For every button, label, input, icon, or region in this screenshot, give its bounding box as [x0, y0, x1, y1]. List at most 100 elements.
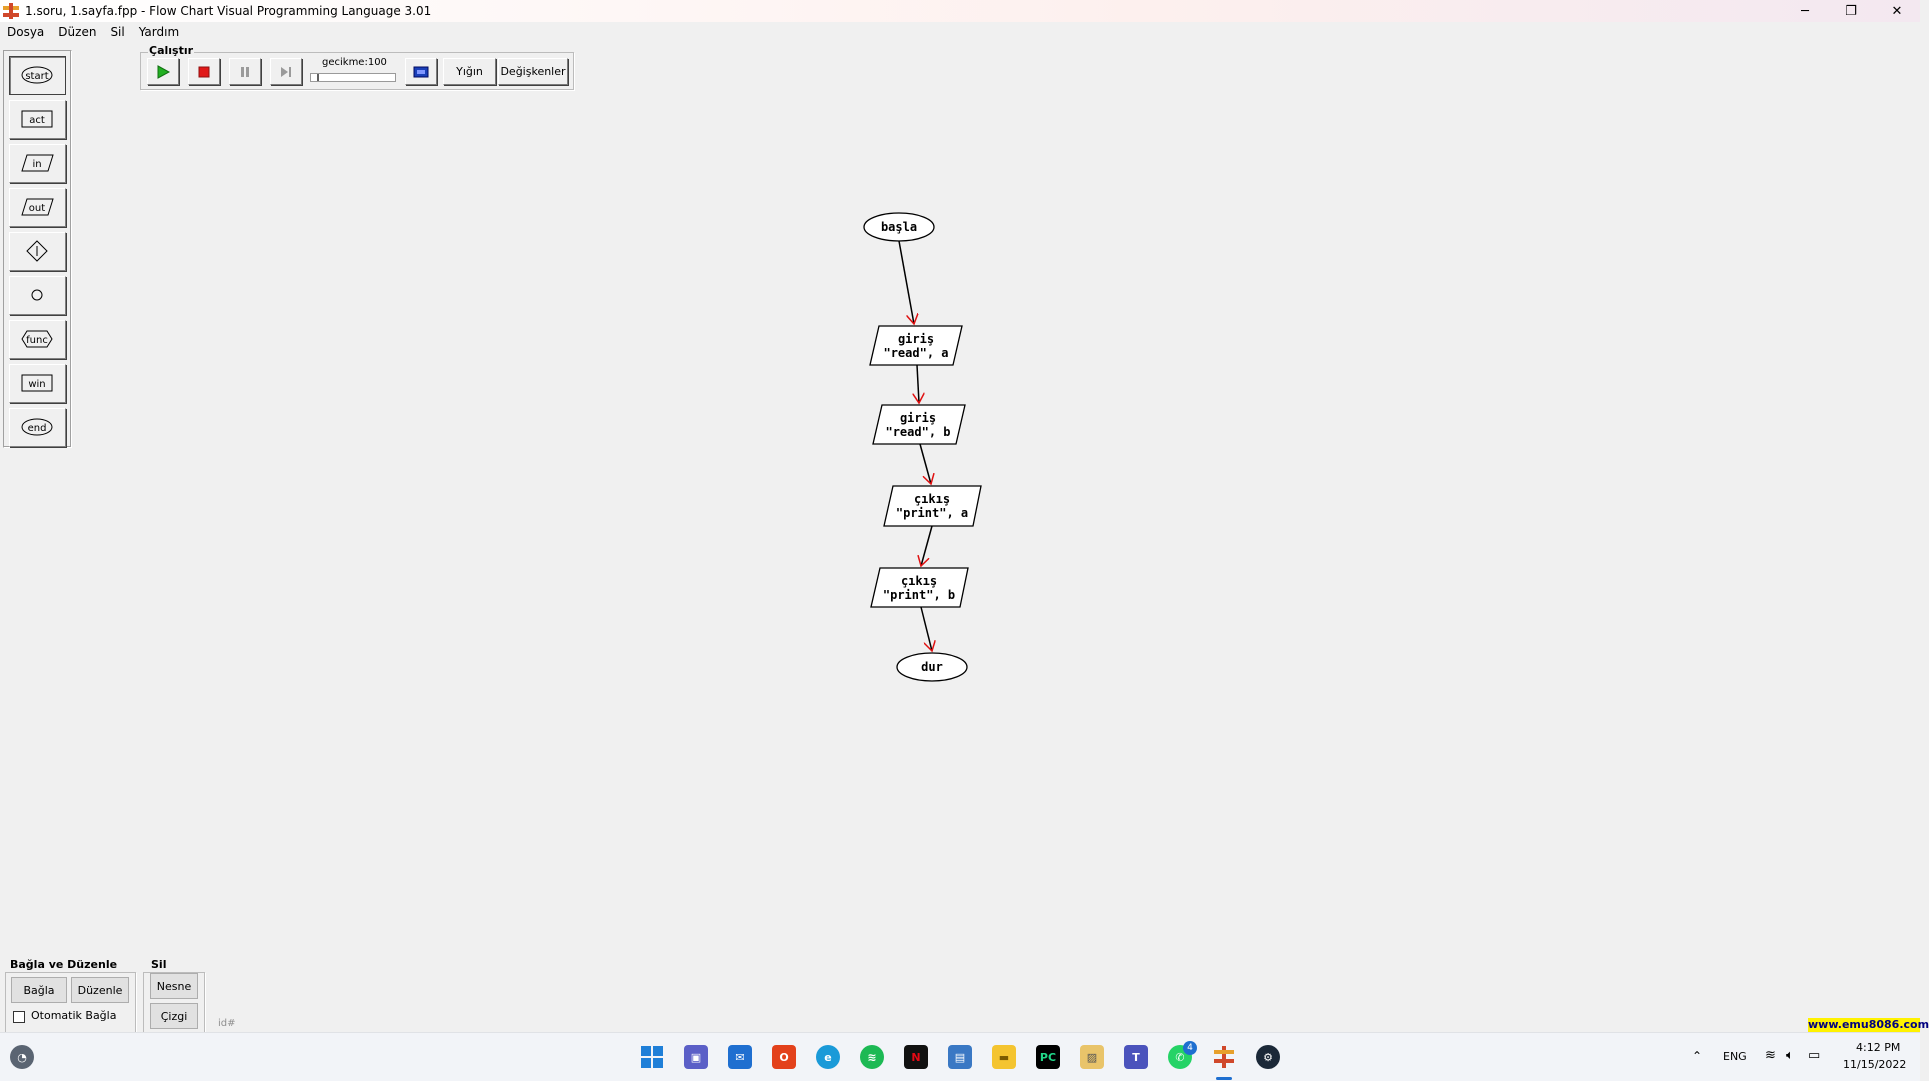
play-icon: [157, 64, 171, 79]
flow-node-output-a-body: "print", a: [896, 506, 968, 520]
wifi-icon[interactable]: ≋: [1765, 1048, 1776, 1063]
app-icon: [3, 3, 19, 19]
stack-button[interactable]: Yığın: [443, 58, 496, 85]
delay-control: gecikme:100: [307, 55, 397, 85]
arrange-button[interactable]: Düzenle: [71, 977, 129, 1003]
palette-act-button[interactable]: act: [9, 100, 66, 139]
emu8086-link[interactable]: www.emu8086.com: [1808, 1018, 1929, 1032]
delete-line-button[interactable]: Çizgi: [150, 1003, 198, 1029]
taskbar: ◔ ▣ ✉ O e ≋ N ▤ ▬ PC ▨ T ✆ 4 ⚙ ⌃ ENG ≋ 🔈…: [0, 1032, 1920, 1081]
menu-delete[interactable]: Sil: [110, 25, 125, 39]
menu-edit[interactable]: Düzen: [58, 25, 97, 39]
menu-bar: Dosya Düzen Sil Yardım: [0, 22, 1920, 42]
palette-out-button[interactable]: out: [9, 188, 66, 227]
flow-node-output-a[interactable]: çıkış "print", a: [883, 485, 982, 527]
language-indicator[interactable]: ENG: [1723, 1050, 1747, 1063]
delay-label: gecikme:100: [322, 57, 387, 68]
connector-icon: [31, 289, 43, 301]
whatsapp-badge: 4: [1183, 1041, 1197, 1055]
flow-node-end[interactable]: dur: [896, 652, 968, 682]
teams-icon[interactable]: T: [1124, 1045, 1148, 1069]
maximize-button[interactable]: ❐: [1845, 3, 1857, 19]
flow-arrow[interactable]: [920, 606, 932, 651]
connect-button[interactable]: Bağla: [11, 977, 67, 1003]
start-icon[interactable]: [640, 1045, 664, 1069]
palette-win-button[interactable]: win: [9, 364, 66, 403]
palette-in-button[interactable]: in: [9, 144, 66, 183]
palette-win-label: win: [28, 379, 45, 390]
decision-icon: [26, 240, 48, 262]
flow-node-input-a[interactable]: giriş "read", a: [869, 325, 963, 366]
pause-button[interactable]: [229, 58, 261, 85]
flow-node-start[interactable]: başla: [863, 212, 935, 242]
pycharm-icon[interactable]: PC: [1036, 1045, 1060, 1069]
act-shape-icon: act: [21, 110, 53, 128]
minimize-button[interactable]: ─: [1801, 3, 1809, 19]
flow-arrow[interactable]: [921, 525, 933, 566]
clock-date[interactable]: 11/15/2022: [1843, 1058, 1907, 1071]
flow-node-output-b-title: çıkış: [901, 574, 937, 588]
file-explorer-icon[interactable]: ▬: [992, 1045, 1016, 1069]
palette-end-button[interactable]: end: [9, 408, 66, 447]
teams-chat-icon[interactable]: ▣: [684, 1045, 708, 1069]
run-button[interactable]: [147, 58, 179, 85]
flow-node-input-a-title: giriş: [898, 332, 934, 346]
flow-node-input-b[interactable]: giriş "read", b: [872, 404, 966, 445]
auto-connect-label: Otomatik Bağla: [31, 1009, 117, 1022]
tray-overflow-icon[interactable]: ⌃: [1692, 1049, 1703, 1063]
flow-arrow[interactable]: [919, 443, 931, 484]
flow-arrow[interactable]: [898, 240, 914, 324]
flowchart-canvas[interactable]: başla giriş "read", a giriş "read", b çı…: [0, 0, 1920, 1032]
func-shape-icon: func: [21, 330, 53, 348]
palette-in-label: in: [32, 159, 41, 170]
steam-icon[interactable]: ⚙: [1256, 1045, 1280, 1069]
palette-decision-button[interactable]: [9, 232, 66, 271]
palette-func-button[interactable]: func: [9, 320, 66, 359]
flowchart-app-icon[interactable]: [1212, 1045, 1236, 1069]
edge-icon[interactable]: e: [816, 1045, 840, 1069]
screen-tool-icon[interactable]: ▤: [948, 1045, 972, 1069]
menu-file[interactable]: Dosya: [7, 25, 45, 39]
volume-icon[interactable]: 🔈︎: [1786, 1048, 1794, 1063]
id-label: id#: [218, 1018, 236, 1029]
flow-node-end-label: dur: [921, 660, 943, 674]
flow-arrow[interactable]: [917, 364, 919, 403]
screen-icon: [413, 66, 429, 77]
palette-start-button[interactable]: start: [9, 56, 66, 95]
palette-connector-button[interactable]: [9, 276, 66, 315]
auto-connect-checkbox[interactable]: [13, 1011, 25, 1023]
flow-node-start-label: başla: [881, 220, 917, 234]
screen-button[interactable]: [405, 58, 437, 85]
flow-node-input-b-body: "read", b: [885, 425, 950, 439]
close-button[interactable]: ✕: [1891, 3, 1903, 19]
step-icon: [281, 66, 291, 77]
flow-node-output-b[interactable]: çıkış "print", b: [870, 567, 969, 608]
office-icon[interactable]: O: [772, 1045, 796, 1069]
photos-icon[interactable]: ▨: [1080, 1045, 1104, 1069]
widgets-icon[interactable]: ◔: [10, 1045, 34, 1069]
mail-icon[interactable]: ✉: [728, 1045, 752, 1069]
delay-slider-thumb[interactable]: [317, 74, 319, 81]
start-shape-icon: start: [21, 66, 53, 84]
run-panel: [140, 52, 574, 90]
delete-group-title: Sil: [150, 958, 168, 971]
palette-end-label: end: [28, 423, 47, 434]
variables-button[interactable]: Değişkenler: [498, 58, 568, 85]
win-shape-icon: win: [21, 374, 53, 392]
delete-object-button[interactable]: Nesne: [150, 973, 198, 999]
end-shape-icon: end: [21, 418, 53, 436]
flow-node-input-a-body: "read", a: [883, 346, 948, 360]
stop-button[interactable]: [188, 58, 220, 85]
menu-help[interactable]: Yardım: [138, 25, 180, 39]
title-bar: 1.soru, 1.sayfa.fpp - Flow Chart Visual …: [0, 0, 1920, 22]
flow-node-output-b-body: "print", b: [883, 588, 955, 602]
battery-icon[interactable]: ▭: [1808, 1048, 1821, 1063]
netflix-icon[interactable]: N: [904, 1045, 928, 1069]
clock-time[interactable]: 4:12 PM: [1856, 1041, 1901, 1054]
flow-node-input-b-title: giriş: [900, 411, 936, 425]
pause-icon: [241, 66, 249, 77]
step-button[interactable]: [270, 58, 302, 85]
palette-act-label: act: [29, 115, 45, 126]
spotify-icon[interactable]: ≋: [860, 1045, 884, 1069]
delay-slider[interactable]: [310, 73, 396, 82]
